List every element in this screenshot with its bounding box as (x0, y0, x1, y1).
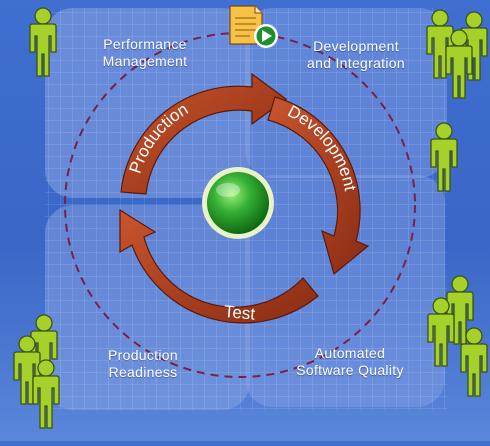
arrow-development (267, 96, 370, 276)
arrow-test (119, 208, 319, 324)
green-sphere-icon (202, 167, 274, 239)
cycle-arrows (119, 72, 370, 324)
stage-label-test: Test (223, 302, 256, 324)
quadrant-label-performance-management: Performance Management (102, 36, 188, 69)
play-icon[interactable] (254, 24, 278, 48)
arrow-production (120, 72, 288, 195)
quadrant-label-production-readiness: Production Readiness (108, 347, 178, 380)
quadrant-panels (45, 8, 447, 410)
quadrant-label-development-integration: Development and Integration (307, 38, 405, 71)
person-group-bottom-left (13, 314, 60, 429)
quadrant-label-automated-software-quality: Automated Software Quality (296, 345, 404, 378)
